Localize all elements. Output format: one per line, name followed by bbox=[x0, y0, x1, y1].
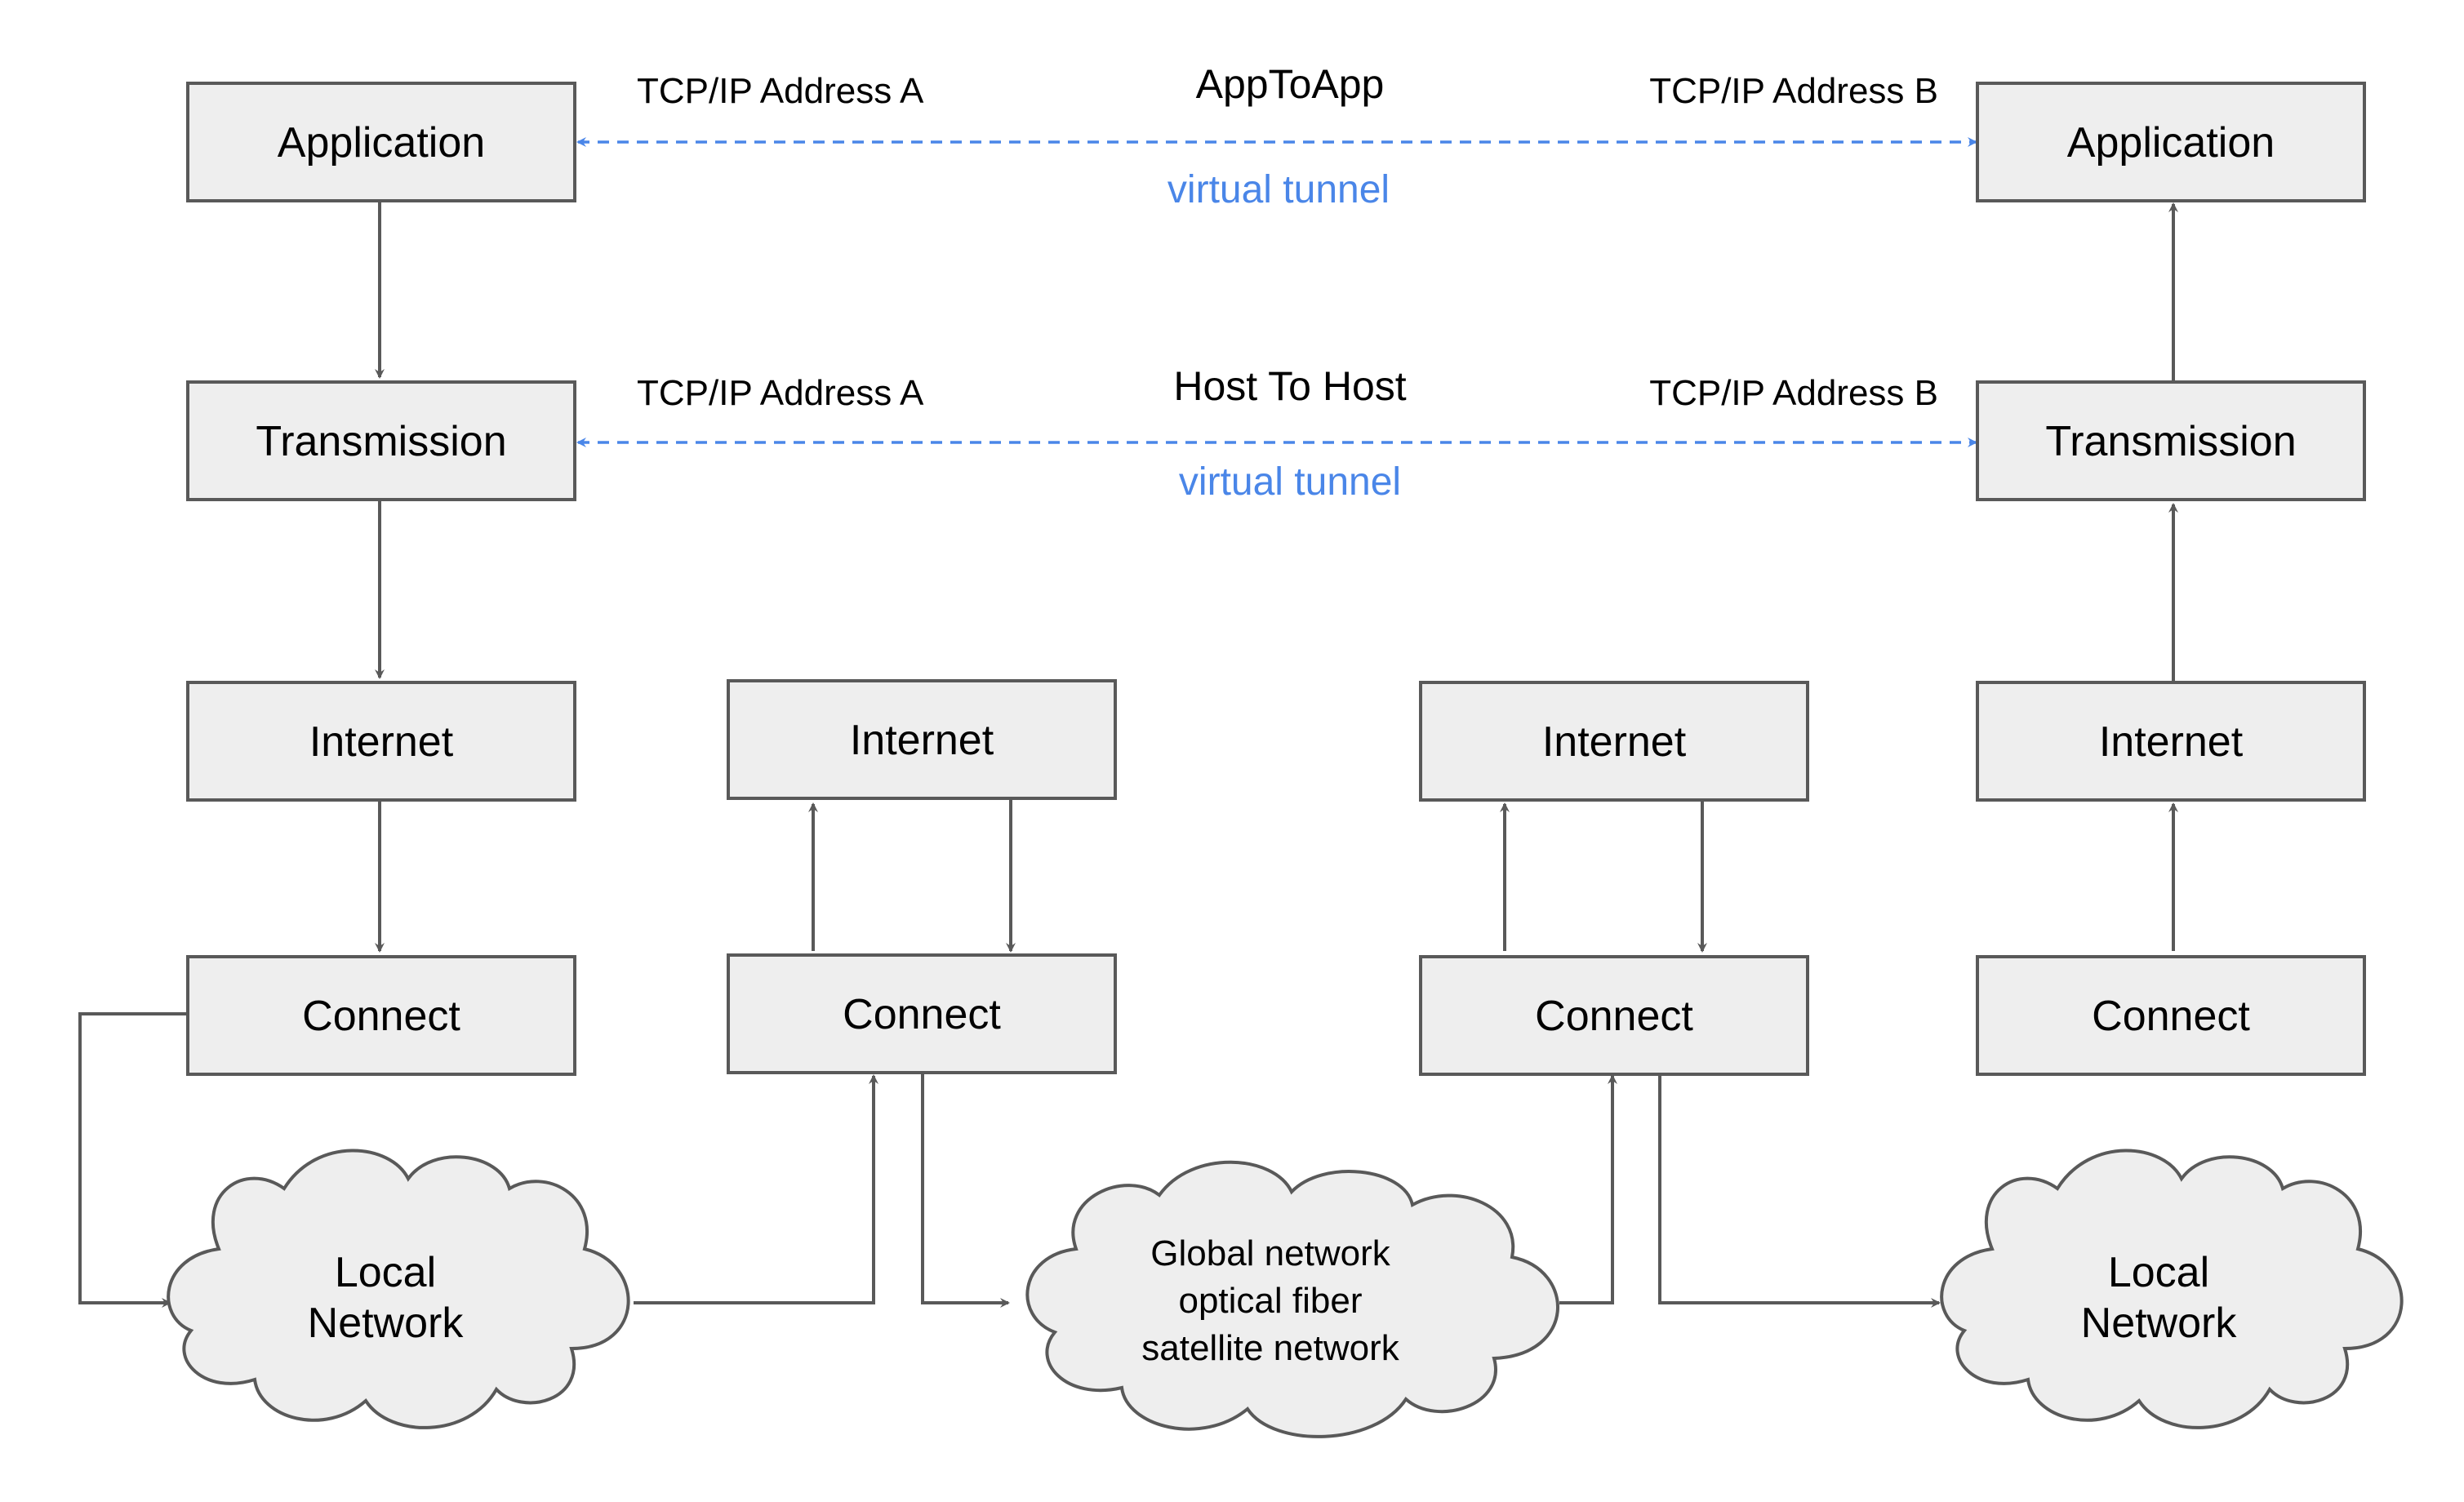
left-transmission-label: Transmission bbox=[256, 418, 506, 465]
router1-connect-label: Connect bbox=[843, 991, 1001, 1038]
right-connect-box: Connect bbox=[1976, 955, 2366, 1076]
router-1: Internet Connect bbox=[727, 679, 1117, 1074]
left-connect-box: Connect bbox=[186, 955, 576, 1076]
host-tunnel-address-b: TCP/IP Address B bbox=[1649, 373, 1938, 413]
local-network-right-line1: Local bbox=[2108, 1249, 2209, 1296]
left-connect-label: Connect bbox=[302, 993, 460, 1040]
local-network-left-cloud: Local Network bbox=[167, 1149, 630, 1429]
left-application-label: Application bbox=[278, 119, 485, 167]
local-network-left-line1: Local bbox=[335, 1249, 436, 1296]
arrow-router2-connect-to-local-network bbox=[1658, 1074, 1941, 1308]
local-network-left-line2: Network bbox=[308, 1300, 465, 1347]
right-transmission-box: Transmission bbox=[1976, 380, 2366, 501]
app-tunnel-address-b: TCP/IP Address B bbox=[1649, 71, 1938, 111]
router2-connect-box: Connect bbox=[1419, 955, 1809, 1076]
global-network-cloud: Global network optical fiber satellite n… bbox=[1025, 1160, 1559, 1438]
arrow-left-connect-to-local-network bbox=[78, 1012, 188, 1308]
right-application-label: Application bbox=[2067, 119, 2275, 167]
global-network-line1: Global network bbox=[1150, 1233, 1390, 1273]
arrow-local-network-to-router1-connect bbox=[634, 1074, 878, 1304]
arrow-global-network-to-router2-connect bbox=[1559, 1074, 1617, 1304]
right-application-box: Application bbox=[1976, 82, 2366, 202]
connectors bbox=[78, 201, 2178, 1308]
host-tunnel-title: Host To Host bbox=[1173, 363, 1406, 409]
local-network-right-cloud: Local Network bbox=[1940, 1149, 2404, 1429]
router1-connect-box: Connect bbox=[727, 953, 1117, 1074]
left-internet-box: Internet bbox=[186, 681, 576, 802]
host-tunnel-label: virtual tunnel bbox=[1179, 460, 1401, 504]
router1-internet-box: Internet bbox=[727, 679, 1117, 800]
app-tunnel-label: virtual tunnel bbox=[1168, 168, 1390, 211]
arrow-router1-connect-to-global-network bbox=[921, 1074, 1010, 1308]
router-2: Internet Connect bbox=[1419, 681, 1809, 1076]
left-host-stack: Application Transmission Internet Connec… bbox=[186, 82, 576, 1076]
right-connect-label: Connect bbox=[2092, 993, 2250, 1040]
right-transmission-label: Transmission bbox=[2045, 418, 2296, 465]
app-tunnel-title: AppToApp bbox=[1196, 61, 1385, 107]
global-network-line2: optical fiber bbox=[1178, 1281, 1362, 1321]
right-host-stack: Application Transmission Internet Connec… bbox=[1976, 82, 2366, 1076]
app-tunnel: TCP/IP Address A AppToApp TCP/IP Address… bbox=[576, 61, 1977, 211]
router1-internet-label: Internet bbox=[850, 717, 994, 764]
router2-internet-box: Internet bbox=[1419, 681, 1809, 802]
right-internet-label: Internet bbox=[2099, 718, 2244, 766]
global-network-line3: satellite network bbox=[1141, 1328, 1399, 1368]
left-application-box: Application bbox=[186, 82, 576, 202]
right-internet-box: Internet bbox=[1976, 681, 2366, 802]
router2-connect-label: Connect bbox=[1535, 993, 1693, 1040]
left-internet-label: Internet bbox=[309, 718, 454, 766]
host-tunnel-address-a: TCP/IP Address A bbox=[637, 373, 924, 413]
left-transmission-box: Transmission bbox=[186, 380, 576, 501]
router2-internet-label: Internet bbox=[1542, 718, 1687, 766]
app-tunnel-address-a: TCP/IP Address A bbox=[637, 71, 924, 111]
local-network-right-line2: Network bbox=[2081, 1300, 2238, 1347]
host-tunnel: TCP/IP Address A Host To Host TCP/IP Add… bbox=[576, 363, 1977, 504]
